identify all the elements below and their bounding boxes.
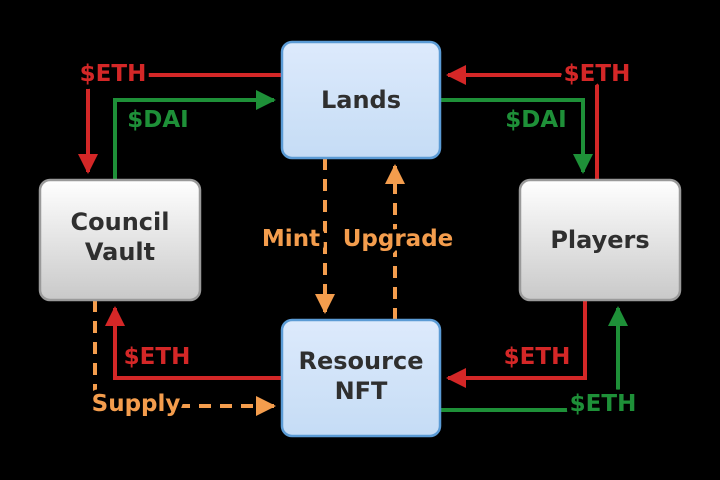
node-lands-label: Lands bbox=[321, 86, 401, 114]
edge-layer bbox=[78, 65, 628, 416]
edge-eth-players-to-lands bbox=[446, 65, 599, 180]
edge-supply-council-vault-to-resource-nft bbox=[93, 300, 276, 416]
edge-label-eth-top-right: $ETH bbox=[564, 61, 631, 87]
edge-label-supply: Supply bbox=[92, 391, 181, 417]
edge-dai-lands-to-players bbox=[440, 98, 593, 174]
edge-label-eth-top-left: $ETH bbox=[80, 61, 147, 87]
edge-label-mint: Mint bbox=[262, 226, 320, 252]
node-council-vault-label-line1: Council bbox=[71, 208, 170, 236]
edge-eth-players-to-resource-nft bbox=[446, 300, 587, 388]
node-council-vault: Council Vault bbox=[38, 178, 202, 302]
edge-label-layer: $ETH $DAI $ETH $DAI Mint Upgrade $ETH Su… bbox=[75, 57, 641, 422]
node-resource-nft-label-line2: NFT bbox=[335, 377, 388, 405]
edge-label-eth-bottom-right: $ETH bbox=[570, 391, 637, 417]
node-players: Players bbox=[518, 178, 682, 302]
edge-eth-resource-nft-to-players bbox=[440, 306, 628, 412]
edge-label-upgrade: Upgrade bbox=[343, 226, 454, 252]
node-lands-box bbox=[280, 40, 442, 160]
node-council-vault-box bbox=[38, 178, 202, 302]
edge-label-eth-mid-right: $ETH bbox=[504, 344, 571, 370]
edge-eth-resource-nft-to-council-vault bbox=[105, 306, 282, 380]
edge-label-dai-left: $DAI bbox=[127, 107, 188, 133]
edge-eth-lands-to-council-vault bbox=[78, 73, 282, 174]
edge-label-dai-right: $DAI bbox=[505, 107, 566, 133]
node-resource-nft-box bbox=[280, 318, 442, 438]
edge-label-eth-mid-left: $ETH bbox=[124, 344, 191, 370]
node-players-label: Players bbox=[550, 226, 649, 254]
node-lands: Lands bbox=[280, 40, 442, 160]
node-players-box bbox=[518, 178, 682, 302]
node-resource-nft: Resource NFT bbox=[280, 318, 442, 438]
node-council-vault-label-line2: Vault bbox=[85, 238, 155, 266]
edge-dai-council-vault-to-lands bbox=[113, 90, 276, 180]
node-resource-nft-label-line1: Resource bbox=[299, 347, 424, 375]
